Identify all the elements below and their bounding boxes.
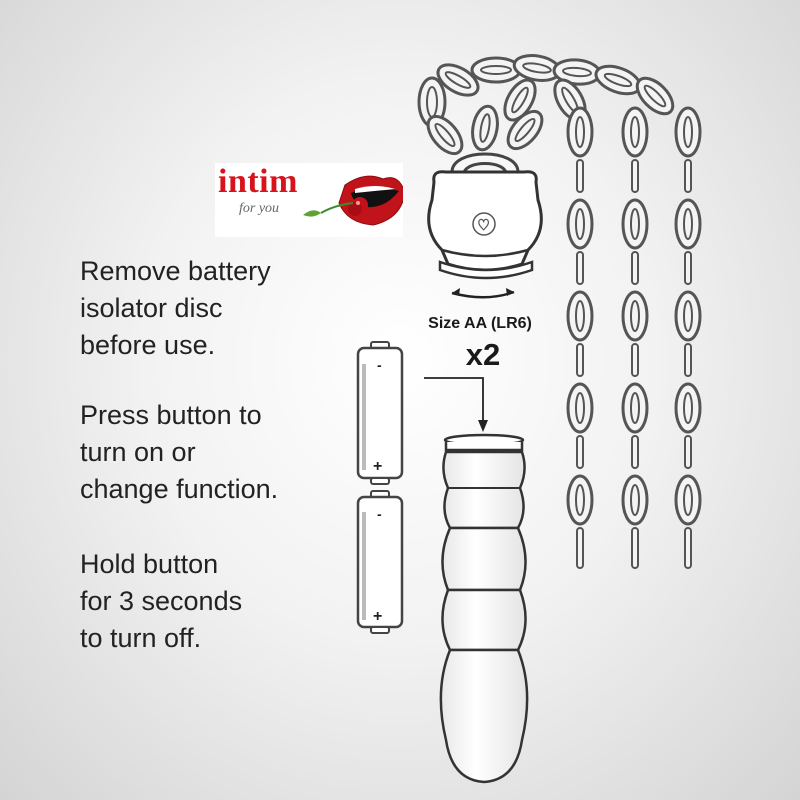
battery-top bbox=[356, 341, 404, 485]
battery-negative-mark: - bbox=[377, 506, 382, 522]
intim-logo: intim for you bbox=[215, 163, 403, 237]
instruction-line: for 3 seconds bbox=[80, 586, 243, 616]
instruction-line: turn on or bbox=[80, 437, 196, 467]
instruction-line: change function. bbox=[80, 474, 279, 504]
battery-positive-mark: + bbox=[373, 608, 383, 625]
instruction-press-button: Press button to turn on or change functi… bbox=[80, 397, 278, 508]
padlock-cap bbox=[427, 152, 543, 299]
battery-quantity: x2 bbox=[465, 337, 501, 372]
instruction-line: Press button to bbox=[80, 400, 262, 430]
logo-brand: intim bbox=[218, 163, 298, 200]
battery-positive-mark: + bbox=[373, 458, 383, 475]
insert-arrow bbox=[424, 377, 488, 432]
instruction-line: Hold button bbox=[80, 549, 219, 579]
logo-tagline: for you bbox=[239, 201, 280, 216]
instruction-line: Remove battery bbox=[80, 256, 271, 286]
instruction-remove-isolator: Remove battery isolator disc before use. bbox=[80, 253, 271, 364]
lips-with-cherry-icon bbox=[303, 175, 403, 226]
battery-size-label: Size AA (LR6) bbox=[428, 315, 532, 332]
battery-negative-mark: - bbox=[377, 357, 382, 373]
chain-hanging bbox=[566, 106, 702, 569]
battery-bottom bbox=[356, 490, 404, 634]
plug-body bbox=[439, 433, 529, 784]
instruction-line: before use. bbox=[80, 330, 216, 360]
instruction-line: to turn off. bbox=[80, 623, 202, 653]
instruction-hold-button: Hold button for 3 seconds to turn off. bbox=[80, 546, 242, 657]
instruction-line: isolator disc bbox=[80, 293, 223, 323]
